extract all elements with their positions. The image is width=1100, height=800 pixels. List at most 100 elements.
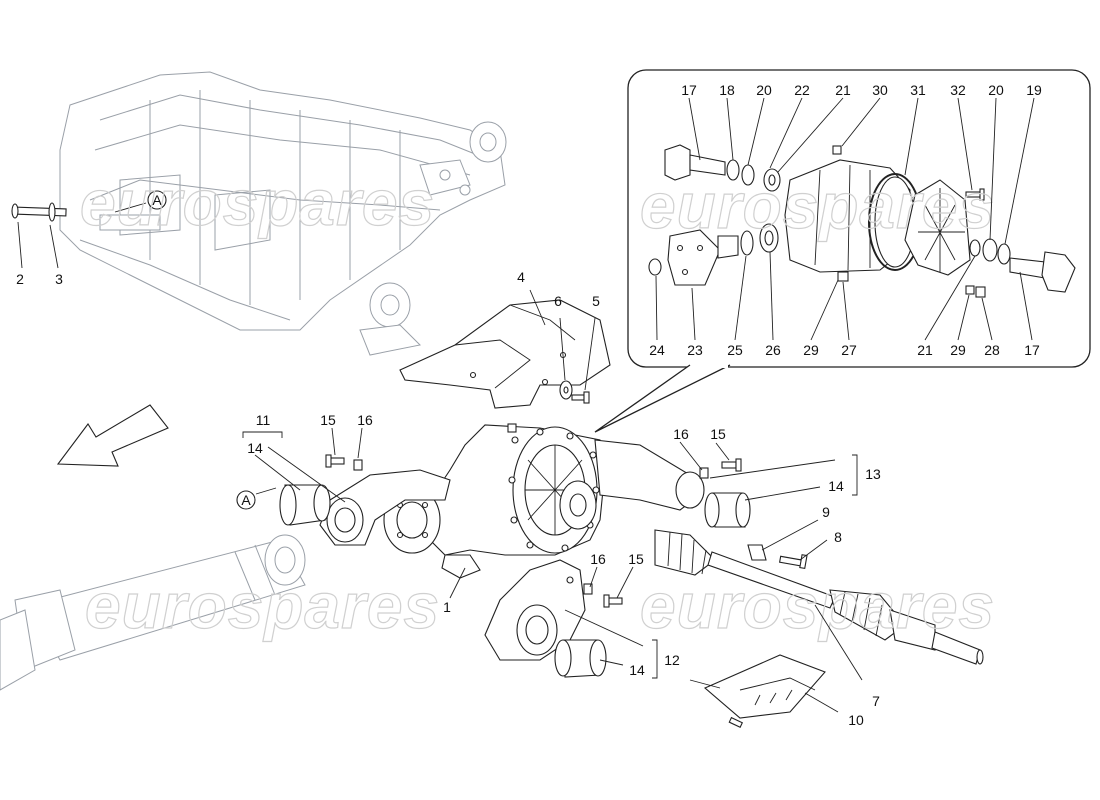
heat-shield [399,299,611,409]
detail-leader-lines [655,97,1035,341]
callout-15-right: 15 [710,426,726,442]
left-mount-spacer [353,459,363,471]
detail-callout-28: 28 [984,342,1000,358]
driveshaft [654,529,984,665]
leader-2 [17,221,23,269]
detail-callout-20-left: 20 [756,82,772,98]
callout-16-lower: 16 [590,551,606,567]
detail-stub-shaft-right [1009,251,1076,293]
callout-16-left: 16 [357,412,373,428]
callout-7: 7 [872,693,880,709]
detail-callout-22: 22 [794,82,810,98]
detail-plug-28 [975,286,986,298]
callout-14-lower: 14 [629,662,645,678]
propeller-shaft [0,534,306,691]
leader-lines [242,427,863,713]
lower-mounting-arm [484,559,586,661]
detail-callout-32: 32 [950,82,966,98]
callout-8: 8 [834,529,842,545]
detail-callout-27: 27 [841,342,857,358]
lower-mount-spacer [583,583,593,595]
callout-11: 11 [256,412,271,428]
right-mount-spacer [699,467,709,479]
callout-12: 12 [664,652,680,668]
detail-callout-23: 23 [687,342,703,358]
frame-marker-a: A [114,190,167,213]
rear-subframe [59,71,507,356]
detail-callout-21-bottom: 21 [917,342,933,358]
watermark: eurospares [640,570,995,642]
left-mounting-arm [319,469,451,546]
detail-nut [648,258,662,276]
guard-screw [728,716,744,728]
subframe-washer [48,202,56,222]
detail-plug-29 [965,285,975,295]
left-mount-bolt [325,454,345,468]
leader-5 [584,317,596,391]
detail-callout-17-top: 17 [681,82,697,98]
detail-drain-plug [837,271,849,282]
detail-seal-25 [740,230,754,256]
detail-callout-17-bottom: 17 [1024,342,1040,358]
detail-callout-29-left: 29 [803,342,819,358]
detail-callout-18: 18 [719,82,735,98]
right-bushing [704,492,751,528]
differential-housing [429,423,606,579]
callout-9: 9 [822,504,830,520]
right-mount-bolt [721,458,742,472]
shield-washer [559,380,573,400]
detail-stub-shaft-left [664,144,726,181]
driveshaft-guard [703,654,826,719]
watermark: eurospares [80,167,435,239]
right-mounting-arm [594,439,705,511]
detail-breather [832,145,842,155]
detail-cover [904,179,971,276]
detail-callout-26: 26 [765,342,781,358]
detail-seal-rings-left [726,159,781,192]
detail-callout-24: 24 [649,342,665,358]
driveshaft-bolt [778,554,808,570]
detail-flange-left [667,229,739,286]
leader-6 [559,317,566,381]
callout-1: 1 [443,599,451,615]
callout-13: 13 [865,466,881,482]
callout-5: 5 [592,293,600,309]
callout-15-lower: 15 [628,551,644,567]
detail-callout-25: 25 [727,342,743,358]
callout-4: 4 [517,269,525,285]
lower-bushing [554,639,607,678]
callout-14-right: 14 [828,478,844,494]
detail-callout-31: 31 [910,82,926,98]
detail-seal-26 [759,223,779,253]
detail-callout-30: 30 [872,82,888,98]
detail-callout-19: 19 [1026,82,1042,98]
front-marker-a: A [236,487,277,510]
lower-mount-bolt [603,594,623,608]
callout-15-left: 15 [320,412,336,428]
callout-6: 6 [554,293,562,309]
driveshaft-clamp [747,544,767,561]
callout-16-right: 16 [673,426,689,442]
callout-10: 10 [848,712,864,728]
callout-2: 2 [16,271,24,287]
left-bushing [279,484,331,526]
right-output-flange [559,480,597,530]
detail-callout-20-right: 20 [988,82,1004,98]
detail-callout-21-top: 21 [835,82,851,98]
arrow-left-down-icon [56,404,169,467]
watermark: eurospares [85,570,440,642]
leader-4 [529,289,546,326]
detail-seal-rings-right [969,238,1011,265]
subframe-bolt [11,203,67,219]
callout-14-left: 14 [247,440,263,456]
detail-cover-bolt [965,188,985,201]
frame-marker-label: A [152,192,162,208]
detail-differential-case [784,159,916,273]
detail-callout-29-right: 29 [950,342,966,358]
front-marker-label: A [241,492,251,508]
shield-bolt [571,391,590,404]
callout-3: 3 [55,271,63,287]
leader-3 [49,224,59,269]
watermark: eurospares [640,170,995,242]
